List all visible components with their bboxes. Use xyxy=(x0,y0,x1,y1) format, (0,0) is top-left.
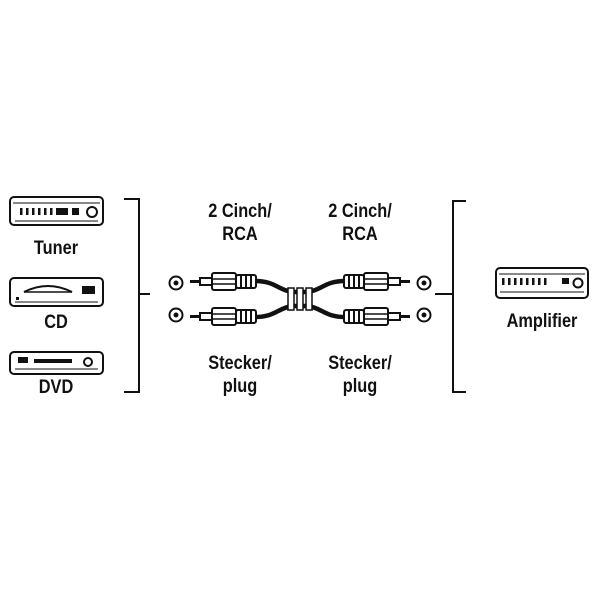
left-connector-line2: RCA xyxy=(222,224,258,245)
left-plug-label: Stecker/ plug xyxy=(197,352,283,398)
amplifier-icon xyxy=(495,267,589,299)
right-socket-bottom xyxy=(416,307,432,323)
right-bracket xyxy=(435,200,466,393)
rca-plug-right-top xyxy=(343,272,410,291)
tuner-label: Tuner xyxy=(33,238,79,259)
right-plug-line1: Stecker/ xyxy=(328,353,392,374)
cable-splitter xyxy=(287,287,313,311)
cd-player-icon xyxy=(9,277,104,307)
left-plug-line2: plug xyxy=(222,376,258,397)
left-connector-line1: 2 Cinch/ xyxy=(208,201,272,222)
amplifier-label: Amplifier xyxy=(506,311,578,332)
cd-label: CD xyxy=(44,312,68,333)
right-connector-line2: RCA xyxy=(342,224,378,245)
right-plug-label: Stecker/ plug xyxy=(317,352,403,398)
rca-plug-right-bottom xyxy=(343,307,410,326)
right-connector-line1: 2 Cinch/ xyxy=(328,201,392,222)
left-bracket xyxy=(124,198,150,393)
left-socket-bottom xyxy=(168,307,184,323)
left-plug-line1: Stecker/ xyxy=(208,353,272,374)
left-socket-top xyxy=(168,275,184,291)
left-connector-label: 2 Cinch/ RCA xyxy=(197,200,283,246)
right-socket-top xyxy=(416,275,432,291)
rca-plug-left-bottom xyxy=(190,307,257,326)
right-connector-label: 2 Cinch/ RCA xyxy=(317,200,403,246)
tuner-icon xyxy=(9,196,104,226)
dvd-label: DVD xyxy=(38,377,74,398)
dvd-player-icon xyxy=(9,351,104,375)
rca-plug-left-top xyxy=(190,272,257,291)
right-plug-line2: plug xyxy=(342,376,378,397)
